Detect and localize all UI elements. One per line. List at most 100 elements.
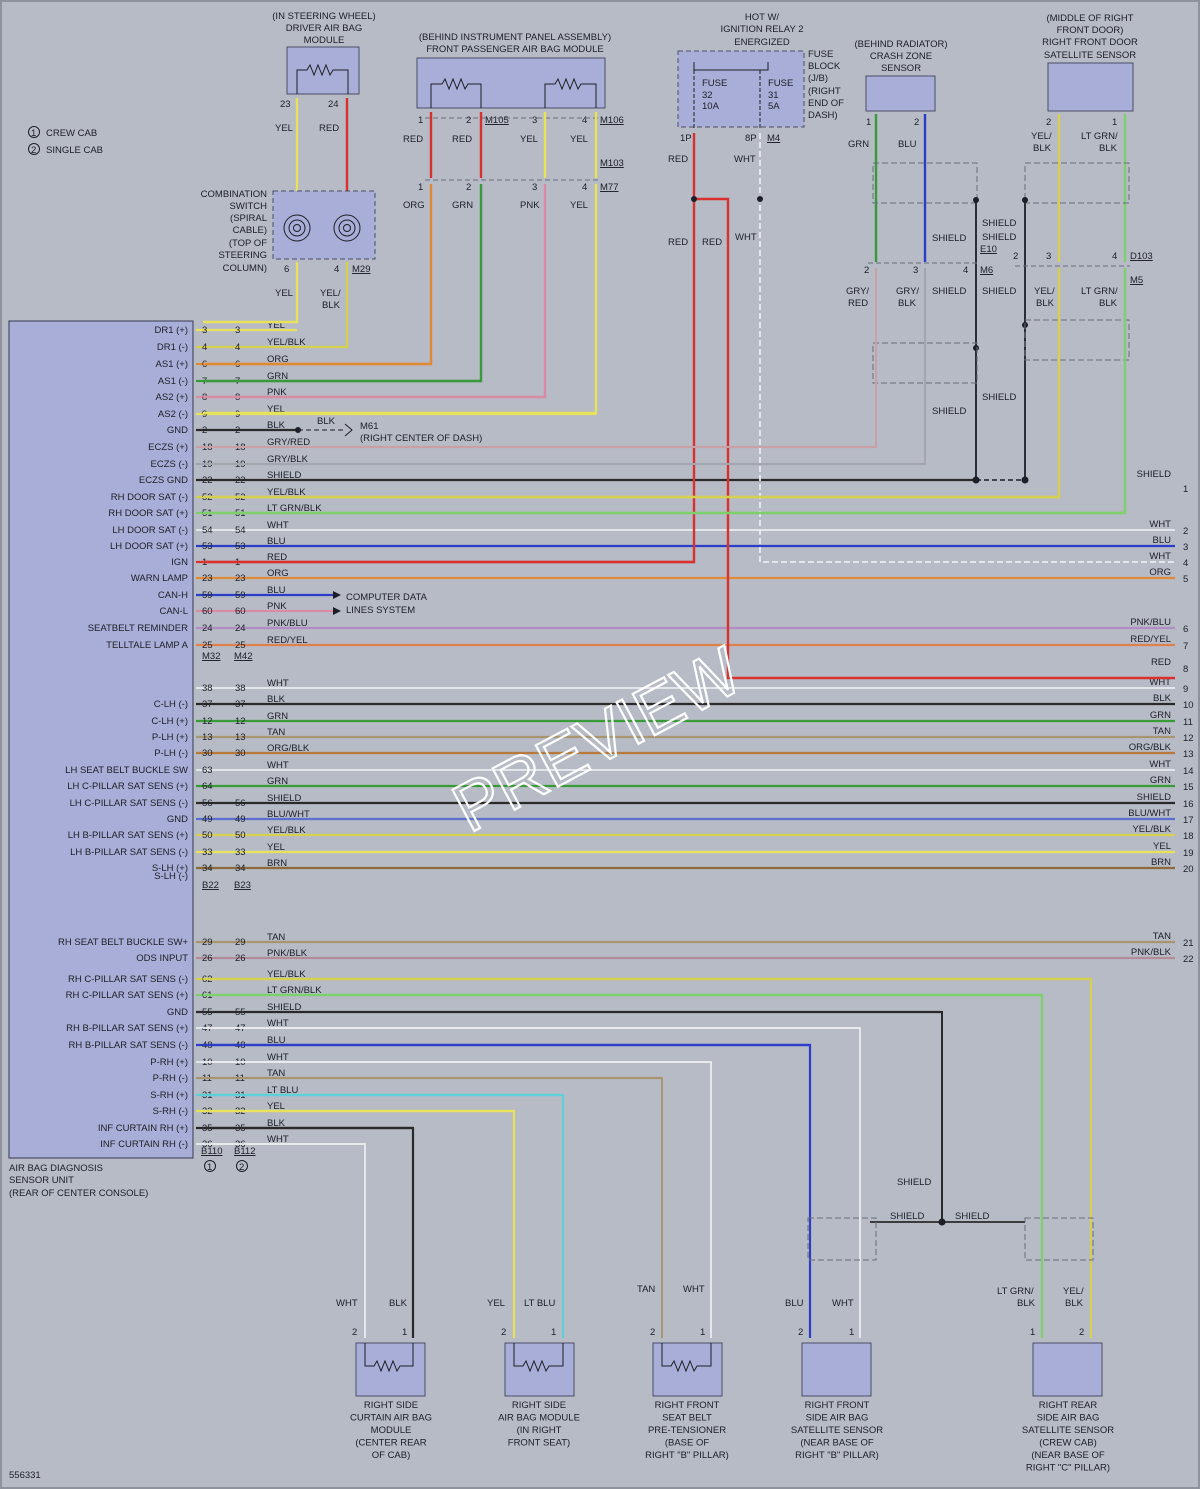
crash-wire-gry-red-2: RED: [848, 298, 868, 309]
wire-right-label: SHIELD: [1137, 792, 1171, 803]
pin-number-alt: 33: [235, 847, 246, 858]
fuse-bus-bar: [693, 62, 769, 71]
wire-right-label: WHT: [1149, 759, 1171, 770]
pin-number-alt: 34: [235, 863, 246, 874]
wire-right-label: BRN: [1151, 857, 1171, 868]
pin-number: 12: [202, 716, 213, 727]
connector-m103: M103: [600, 158, 624, 169]
pin-label: GND: [167, 425, 188, 436]
pin-label: DR1 (+): [154, 325, 188, 336]
pass-wire-yel-3: YEL: [570, 200, 588, 211]
connector-m5: M5: [1130, 275, 1143, 286]
row-index: 16: [1183, 799, 1194, 810]
curtain-squib-icon: [364, 1343, 414, 1373]
wire-right-label: ORG: [1149, 567, 1171, 578]
fuse-block-caption-2: BLOCK: [808, 61, 841, 72]
wire-color-label: YEL: [267, 1101, 285, 1112]
passenger-airbag-caption-2: FRONT PASSENGER AIR BAG MODULE: [426, 44, 604, 55]
wire-right-label: YEL/BLK: [1132, 824, 1171, 835]
wire-color-label: WHT: [267, 520, 289, 531]
wire-color-label: PNK/BLK: [267, 948, 308, 959]
pin-label: LH B-PILLAR SAT SENS (-): [70, 847, 188, 858]
bpillar-pin-2: 2: [798, 1327, 803, 1338]
splice-red: [691, 196, 697, 202]
crash-wire-blu: BLU: [898, 139, 917, 150]
fuse31-num: 31: [768, 90, 779, 101]
row-index: 19: [1183, 848, 1194, 859]
pin-label: RH B-PILLAR SAT SENS (+): [66, 1023, 188, 1034]
row-index: 11: [1183, 717, 1193, 728]
wire-pretensioner-wht: [203, 1061, 712, 1338]
bottom-module-caption: PRE-TENSIONER: [648, 1425, 726, 1436]
passenger-airbag-module: [416, 57, 606, 109]
pass-wire-yel-2: YEL: [570, 134, 588, 145]
bpillar-wire-wht: WHT: [832, 1298, 854, 1309]
pin-label: P-RH (-): [153, 1073, 188, 1084]
combo-wire-yel: YEL: [275, 288, 293, 299]
bottom-module-caption: MODULE: [371, 1425, 412, 1436]
combo-switch-caption-2: SWITCH: [230, 201, 268, 212]
bottom-module-caption: SIDE AIR BAG: [806, 1413, 869, 1424]
front-door-satellite-sensor: [1047, 62, 1134, 112]
row-index: 14: [1183, 766, 1194, 777]
fuse-block-caption-5: END OF: [808, 98, 844, 109]
pin-number: 13: [202, 732, 213, 743]
pin-label: S-LH (-): [154, 871, 188, 882]
door-wire-yelblk-2: BLK: [1033, 143, 1052, 154]
wire-color-label: LT BLU: [267, 1085, 298, 1096]
figure-id: 556331: [9, 1470, 41, 1481]
computer-data-caption-2: LINES SYSTEM: [346, 605, 415, 616]
pin-number: 3: [202, 325, 207, 336]
wire-right-label: WHT: [1149, 519, 1171, 530]
crash-zone-caption-3: SENSOR: [881, 63, 921, 74]
crash-shield-splice-top: [973, 197, 979, 203]
wire-as2-minus-riser: [203, 184, 598, 415]
fuse-wire-red-3: RED: [702, 237, 722, 248]
row-index: 22: [1183, 954, 1194, 965]
pin-number: 22: [202, 475, 213, 486]
cab-marker-1-num: 1: [207, 1162, 212, 1173]
pin-label: P-LH (-): [154, 748, 188, 759]
wire-color-label: GRY/RED: [267, 437, 310, 448]
wire-eczs-plus: [203, 268, 877, 448]
pin-number: 25: [202, 640, 213, 651]
wire-color-label: BRN: [267, 858, 287, 869]
combo-switch-caption-6: STEERING: [218, 250, 267, 261]
connector-d103: D103: [1130, 251, 1153, 262]
bottom-shield-label-2: SHIELD: [890, 1211, 924, 1222]
row-index: 12: [1183, 733, 1194, 744]
pass-lower-pin-3: 3: [532, 182, 537, 193]
crash-zone-caption-1: (BEHIND RADIATOR): [854, 39, 947, 50]
bottom-module-caption: (NEAR BASE OF: [800, 1438, 874, 1449]
bottom-module-caption: SATELLITE SENSOR: [791, 1425, 883, 1436]
pin-number: 38: [202, 683, 213, 694]
wire-color-label: GRY/BLK: [267, 454, 309, 465]
wire-color-label: SHIELD: [267, 1002, 301, 1013]
fuse-pin-8p: 8P: [745, 133, 757, 144]
splice-wht: [757, 196, 763, 202]
wire-ign-red: [203, 133, 696, 564]
wire-rh-door-plus: [203, 268, 1127, 515]
wire-color-label: ORG: [267, 568, 289, 579]
pin-label: S-LH (+): [152, 863, 188, 874]
wire-right-label: BLU/WHT: [1128, 808, 1171, 819]
bottom-module-caption: (NEAR BASE OF: [1031, 1450, 1105, 1461]
wire-pretensioner-tan: [203, 1077, 663, 1338]
wire-color-label: YEL: [267, 320, 285, 331]
row-index: 2: [1183, 526, 1188, 537]
door-sat-caption-3: RIGHT FRONT DOOR: [1042, 37, 1138, 48]
combo-pin-4: 4: [334, 264, 339, 275]
ground-icon: [344, 423, 353, 437]
ground-m61-splice: [295, 427, 301, 433]
fuse31-rating: 5A: [768, 101, 780, 112]
relay-caption-3: ENERGIZED: [734, 37, 790, 48]
cpillar-pin-1: 1: [1030, 1327, 1035, 1338]
pass-wire-yel-1: YEL: [520, 134, 538, 145]
wire-curtain-blk: [203, 1126, 415, 1338]
door-wire-ltgrn-2: BLK: [1099, 143, 1118, 154]
door-pin-2: 2: [1046, 117, 1051, 128]
pin-label: ECZS (+): [148, 442, 188, 453]
pass-lower-pin-4: 4: [582, 182, 587, 193]
